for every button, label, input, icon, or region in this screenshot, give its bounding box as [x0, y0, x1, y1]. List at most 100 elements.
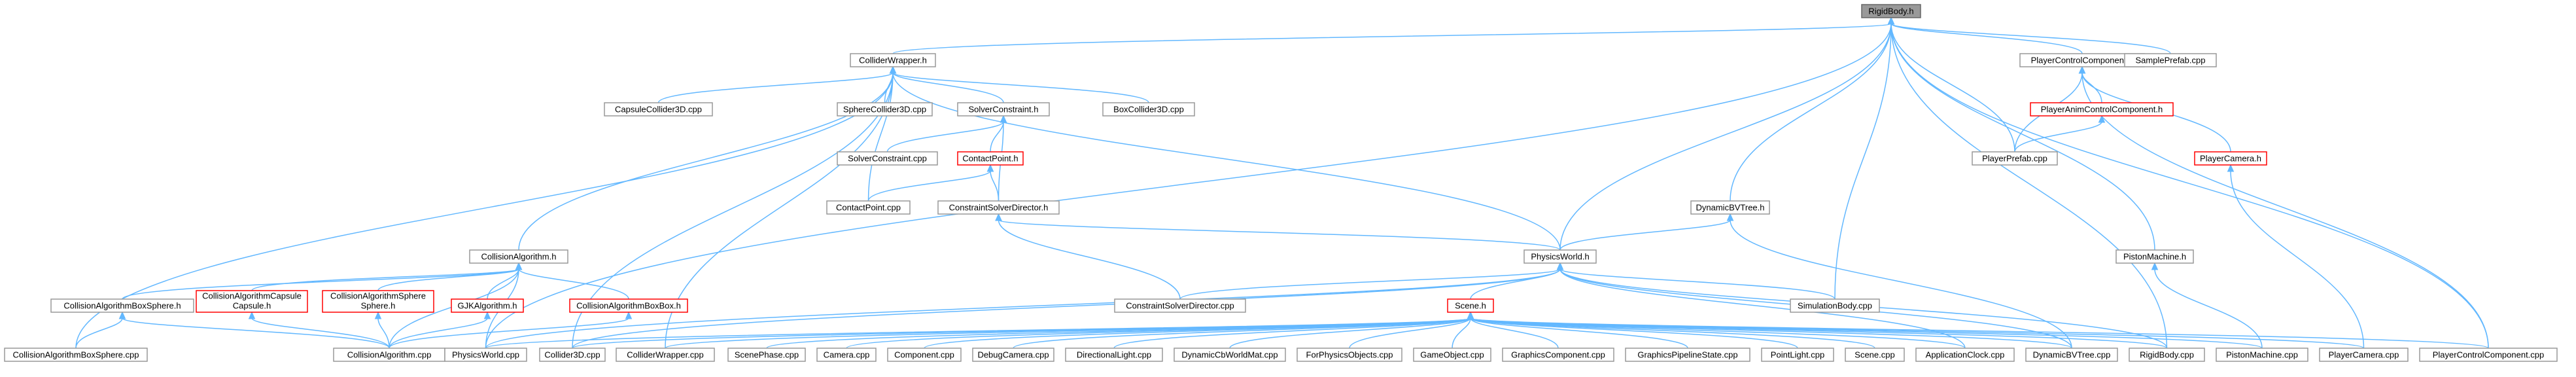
graph-node-playerprefab-cpp[interactable]: PlayerPrefab.cpp	[1972, 151, 2058, 166]
graph-node-directionallight-cpp[interactable]: DirectionalLight.cpp	[1065, 348, 1163, 362]
graph-node-constraintsolverdirector-h[interactable]: ConstraintSolverDirector.h	[937, 200, 1060, 215]
node-box[interactable]	[1790, 298, 1880, 313]
node-box[interactable]	[727, 348, 806, 362]
graph-node-solverconstraint-h[interactable]: SolverConstraint.h	[957, 102, 1050, 117]
graph-node-graphicspipelinestate-cpp[interactable]: GraphicsPipelineState.cpp	[1625, 348, 1750, 362]
dependency-edge	[122, 268, 519, 300]
node-box[interactable]	[1972, 151, 2058, 166]
graph-node-gjk-h[interactable]: GJKAlgorithm.h	[451, 298, 524, 313]
graph-node-collisionalgorithm-h[interactable]: CollisionAlgorithm.h	[469, 249, 568, 264]
node-box[interactable]	[2129, 348, 2205, 362]
graph-node-gameobject-cpp[interactable]: GameObject.cpp	[1413, 348, 1491, 362]
node-box[interactable]	[2319, 348, 2409, 362]
node-box[interactable]	[2030, 102, 2174, 117]
graph-node-physicsworld-cpp[interactable]: PhysicsWorld.cpp	[444, 348, 527, 362]
graph-node-physicsworld-h[interactable]: PhysicsWorld.h	[1523, 249, 1597, 264]
graph-node-cabb-h[interactable]: CollisionAlgorithmBoxBox.h	[569, 298, 688, 313]
node-box[interactable]	[1690, 200, 1770, 215]
node-box[interactable]	[569, 298, 688, 313]
graph-node-debugcamera-cpp[interactable]: DebugCamera.cpp	[972, 348, 1054, 362]
graph-node-collider3d-cpp[interactable]: Collider3D.cpp	[539, 348, 606, 362]
graph-node-camera-cpp[interactable]: Camera.cpp	[816, 348, 877, 362]
node-box[interactable]	[539, 348, 606, 362]
graph-node-solverconstraint-cpp[interactable]: SolverConstraint.cpp	[837, 151, 938, 166]
graph-node-colliderwrapper-h[interactable]: ColliderWrapper.h	[850, 53, 936, 67]
graph-node-contactpoint-h[interactable]: ContactPoint.h	[957, 151, 1024, 166]
graph-node-forphysicsobjects-cpp[interactable]: ForPhysicsObjects.cpp	[1297, 348, 1402, 362]
node-box[interactable]	[2124, 53, 2217, 67]
graph-node-playercontrolcomponent-cpp[interactable]: PlayerControlComponent.cpp	[2419, 348, 2558, 362]
node-box[interactable]	[1114, 298, 1246, 313]
graph-node-pointlight-cpp[interactable]: PointLight.cpp	[1761, 348, 1834, 362]
graph-node-dynamicbvtree-cpp[interactable]: DynamicBVTree.cpp	[2025, 348, 2118, 362]
node-box[interactable]	[850, 53, 936, 67]
node-box[interactable]	[972, 348, 1054, 362]
graph-node-rigidbody-h[interactable]: RigidBody.h	[1861, 4, 1921, 18]
node-box[interactable]	[957, 102, 1050, 117]
node-box[interactable]	[837, 102, 933, 117]
node-box[interactable]	[469, 249, 568, 264]
node-box[interactable]	[1761, 348, 1834, 362]
node-box[interactable]	[2194, 151, 2267, 166]
node-box[interactable]	[444, 348, 527, 362]
node-box[interactable]	[2115, 249, 2194, 264]
node-box[interactable]	[604, 102, 713, 117]
graph-node-dynamicbvtree-h[interactable]: DynamicBVTree.h	[1690, 200, 1770, 215]
node-box[interactable]	[196, 290, 308, 313]
node-box[interactable]	[1861, 4, 1921, 18]
node-box[interactable]	[2419, 348, 2558, 362]
graph-node-simulationbody-cpp[interactable]: SimulationBody.cpp	[1790, 298, 1880, 313]
graph-node-constraintsolverdirector-cpp[interactable]: ConstraintSolverDirector.cpp	[1114, 298, 1246, 313]
graph-node-dynamiccbworldmat-cpp[interactable]: DynamicCbWorldMat.cpp	[1174, 348, 1286, 362]
graph-node-scenephase-cpp[interactable]: ScenePhase.cpp	[727, 348, 806, 362]
node-box[interactable]	[322, 290, 434, 313]
graph-node-component-cpp[interactable]: Component.cpp	[887, 348, 962, 362]
node-box[interactable]	[616, 348, 715, 362]
node-box[interactable]	[937, 200, 1060, 215]
node-box[interactable]	[4, 348, 148, 362]
graph-node-sampleprefab-cpp[interactable]: SamplePrefab.cpp	[2124, 53, 2217, 67]
node-box[interactable]	[1102, 102, 1195, 117]
node-box[interactable]	[1065, 348, 1163, 362]
graph-node-contactpoint-cpp[interactable]: ContactPoint.cpp	[826, 200, 911, 215]
graph-node-spherecollider3d-cpp[interactable]: SphereCollider3D.cpp	[837, 102, 933, 117]
node-box[interactable]	[1845, 348, 1905, 362]
graph-node-pistonmachine-cpp[interactable]: PistonMachine.cpp	[2216, 348, 2308, 362]
graph-node-rigidbody-cpp[interactable]: RigidBody.cpp	[2129, 348, 2205, 362]
node-box[interactable]	[2025, 348, 2118, 362]
node-box[interactable]	[1447, 298, 1494, 313]
graph-node-cabs-cpp[interactable]: CollisionAlgorithmBoxSphere.cpp	[4, 348, 148, 362]
graph-node-playeranimcontrolcomponent-h[interactable]: PlayerAnimControlComponent.h	[2030, 102, 2174, 117]
node-box[interactable]	[837, 151, 938, 166]
graph-node-playercamera-cpp[interactable]: PlayerCamera.cpp	[2319, 348, 2409, 362]
node-box[interactable]	[1523, 249, 1597, 264]
node-box[interactable]	[2216, 348, 2308, 362]
graph-node-collisionalgorithm-cpp[interactable]: CollisionAlgorithm.cpp	[333, 348, 445, 362]
graph-node-playercontrolcomponent-h[interactable]: PlayerControlComponent.h	[2019, 53, 2145, 67]
graph-node-playercamera-h[interactable]: PlayerCamera.h	[2194, 151, 2267, 166]
node-box[interactable]	[50, 298, 194, 313]
node-box[interactable]	[816, 348, 877, 362]
node-box[interactable]	[1413, 348, 1491, 362]
node-box[interactable]	[826, 200, 911, 215]
node-box[interactable]	[957, 151, 1024, 166]
graph-node-scene-cpp[interactable]: Scene.cpp	[1845, 348, 1905, 362]
graph-node-scene-h[interactable]: Scene.h	[1447, 298, 1494, 313]
node-label: SamplePrefab.cpp	[2136, 55, 2206, 65]
graph-node-pistonmachine-h[interactable]: PistonMachine.h	[2115, 249, 2194, 264]
node-box[interactable]	[1297, 348, 1402, 362]
node-box[interactable]	[1502, 348, 1614, 362]
graph-node-graphicscomponent-cpp[interactable]: GraphicsComponent.cpp	[1502, 348, 1614, 362]
graph-node-applicationclock-cpp[interactable]: ApplicationClock.cpp	[1915, 348, 2015, 362]
graph-node-cabs-h[interactable]: CollisionAlgorithmBoxSphere.h	[50, 298, 194, 313]
graph-node-colliderwrapper-cpp[interactable]: ColliderWrapper.cpp	[616, 348, 715, 362]
graph-node-boxcollider3d-cpp[interactable]: BoxCollider3D.cpp	[1102, 102, 1195, 117]
graph-node-capsulecollider3d-cpp[interactable]: CapsuleCollider3D.cpp	[604, 102, 713, 117]
node-box[interactable]	[887, 348, 962, 362]
node-box[interactable]	[1625, 348, 1750, 362]
node-box[interactable]	[1915, 348, 2015, 362]
node-box[interactable]	[451, 298, 524, 313]
node-box[interactable]	[1174, 348, 1286, 362]
